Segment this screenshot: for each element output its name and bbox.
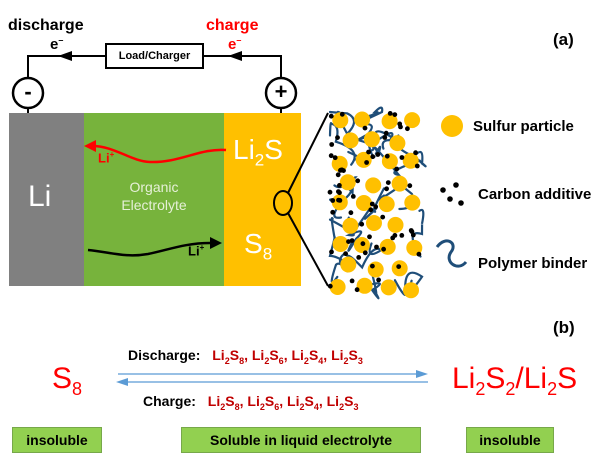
discharge-electron-label: e–: [50, 35, 64, 53]
discharge-electron-arrow: [58, 51, 72, 61]
anode-label: Li: [28, 180, 52, 213]
electrolyte-label: Organic Electrolyte: [121, 179, 187, 213]
charge-electron-arrow: [228, 51, 242, 61]
lithium-anode: [9, 113, 84, 286]
discharge-polysulfides: Li2S8, Li2S6, Li2S4, Li2S3: [212, 347, 363, 366]
cathode-s8-label: S8: [244, 228, 273, 264]
legend-sulfur-label: Sulfur particle: [473, 118, 574, 135]
li-ion-label-top: Li+: [98, 150, 115, 166]
panel-a-label: (a): [553, 30, 574, 49]
discharge-row: Discharge: Li2S8, Li2S6, Li2S4, Li2S3: [128, 347, 363, 366]
charge-label: charge: [206, 17, 259, 34]
panel-b-label: (b): [553, 318, 575, 337]
discharge-label: discharge: [8, 17, 84, 34]
load-charger-box: [105, 43, 204, 69]
cathode-microstructure: [327, 106, 427, 300]
s8-species: S8: [52, 362, 83, 399]
polymer-binder-icon: [435, 239, 468, 268]
plus-sign: +: [274, 79, 288, 104]
insoluble-left-box: insoluble: [12, 427, 102, 453]
charge-electron-label: e–: [228, 35, 242, 53]
organic-electrolyte: [84, 113, 224, 286]
legend-binder-label: Polymer binder: [478, 255, 588, 272]
minus-sign: -: [24, 79, 32, 104]
sulfur-particle-icon: [441, 115, 463, 137]
cathode-li2s-label: Li2S: [233, 134, 283, 170]
sulfur-cathode: [224, 113, 301, 286]
reaction-arrows: [116, 370, 428, 386]
soluble-box: Soluble in liquid electrolyte: [181, 427, 421, 453]
li2s2-li2s-species: Li2S2/Li2S: [452, 362, 578, 399]
li-ion-discharge-arrow: [91, 144, 227, 164]
carbon-additive-icon: [440, 182, 464, 206]
li-ion-charge-arrow: [87, 241, 211, 257]
legend-carbon-label: Carbon additive: [478, 186, 592, 203]
insoluble-right-box: insoluble: [466, 427, 554, 453]
load-charger-label: Load/Charger: [118, 50, 191, 62]
charge-row: Charge: Li2S8, Li2S6, Li2S4, Li2S3: [143, 393, 359, 412]
charge-polysulfides: Li2S8, Li2S6, Li2S4, Li2S3: [207, 393, 359, 412]
battery-schematic: [9, 43, 468, 300]
li-ion-label-bottom: Li+: [188, 243, 205, 259]
zoom-circle: [273, 190, 293, 216]
